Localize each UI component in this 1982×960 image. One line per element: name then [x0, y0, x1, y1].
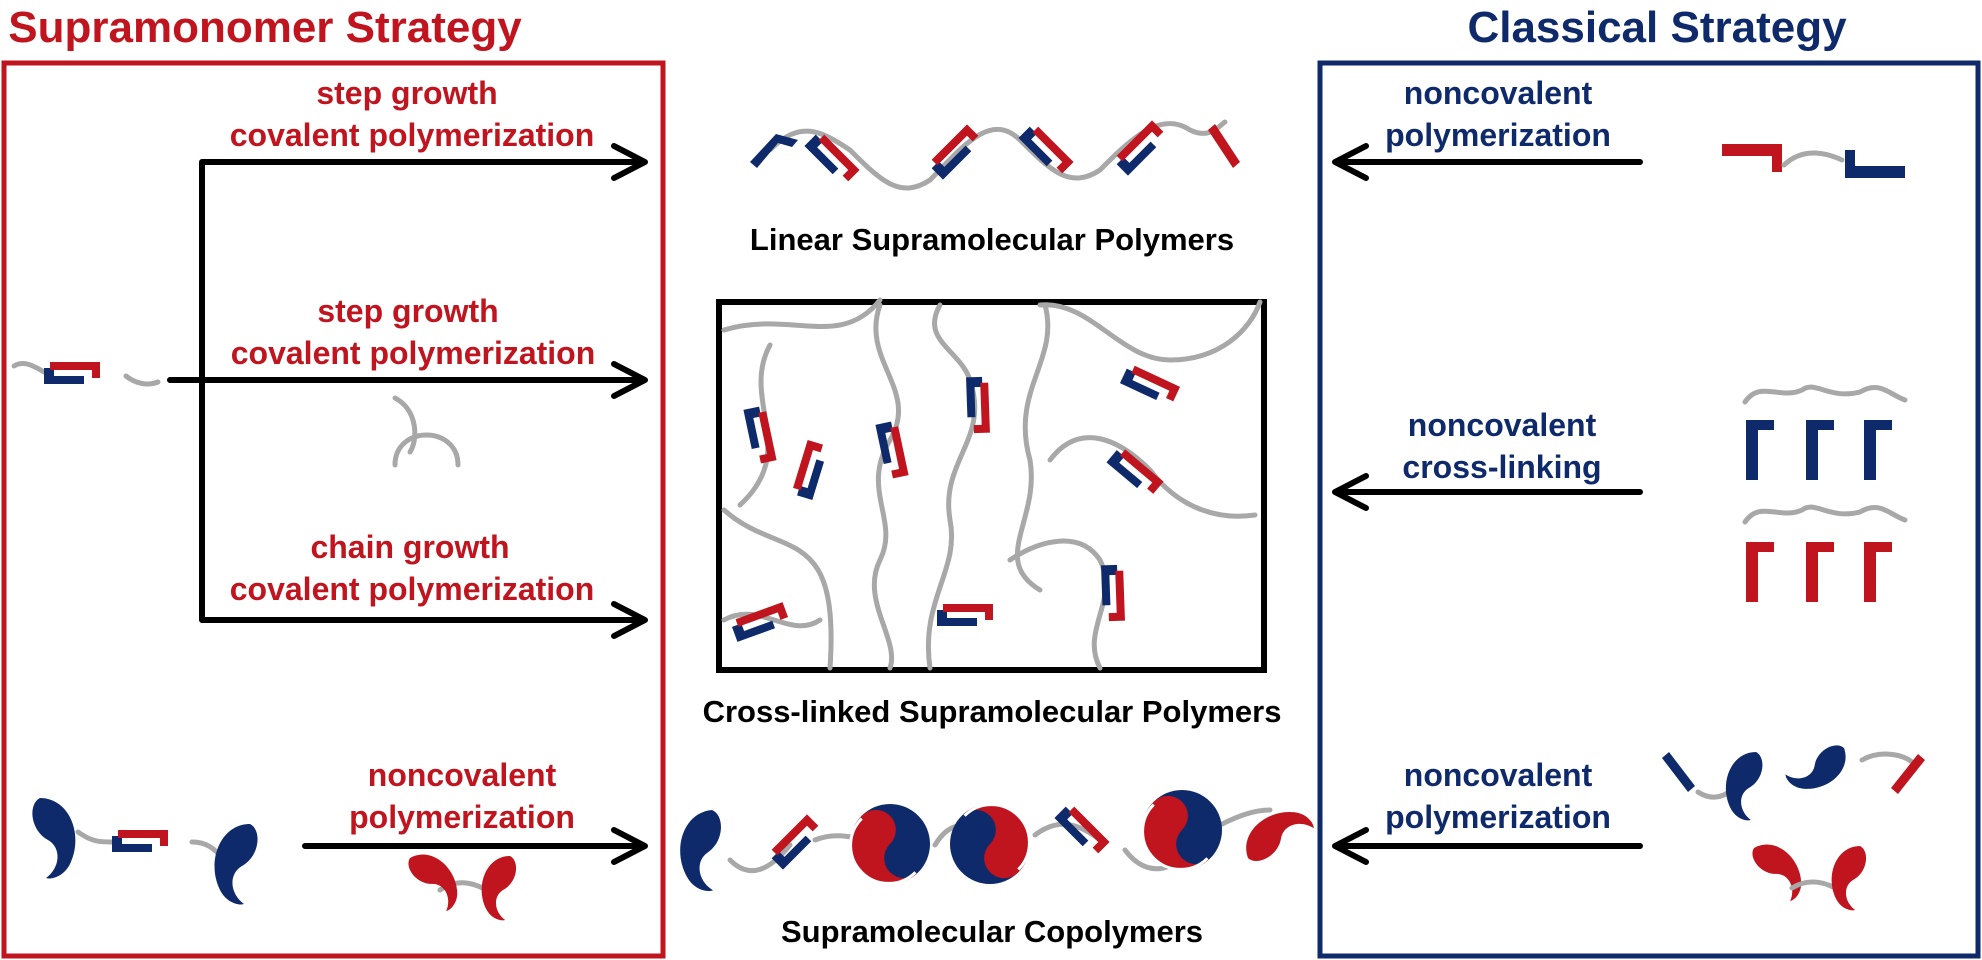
classical-route2-line2: cross-linking [1402, 449, 1601, 485]
classical-title: Classical Strategy [1467, 3, 1847, 52]
classical-crosslink-monomers [1742, 384, 1908, 602]
crosslinked-network-graphic [716, 297, 1267, 673]
arrow-head-2 [611, 361, 648, 399]
crosslinked-label: Cross-linked Supramolecular Polymers [703, 694, 1282, 729]
classical-route1-line2: polymerization [1385, 117, 1611, 153]
classical-route3-line1: noncovalent [1404, 757, 1593, 793]
copolymers-label: Supramolecular Copolymers [781, 914, 1203, 949]
route3-line1: chain growth [310, 529, 509, 565]
arrow-4 [302, 827, 648, 865]
arrow-head-3 [611, 601, 648, 639]
copolymer-graphic [676, 771, 1319, 903]
classical-panel [1317, 60, 1981, 959]
route1-line2: covalent polymerization [230, 117, 595, 153]
classical-arrow-2 [1332, 473, 1643, 511]
classical-route2-line1: noncovalent [1408, 407, 1597, 443]
arrow-head-1 [611, 143, 648, 181]
route2-line1: step growth [317, 293, 498, 329]
classical-monomer-1 [1722, 144, 1905, 178]
supramonomer-title: Supramonomer Strategy [8, 3, 522, 52]
supramonomer-panel [1, 60, 666, 959]
classical-monomer-3 [1662, 742, 1925, 911]
route4-line1: noncovalent [368, 757, 557, 793]
crosslinker-icon [392, 395, 461, 468]
classical-route3-line2: polymerization [1385, 799, 1611, 835]
supramonomer-monomer [11, 361, 161, 387]
classical-arrow-3 [1332, 827, 1643, 865]
route2-line2: covalent polymerization [231, 335, 596, 371]
copolymer-monomers-left [32, 798, 517, 921]
classical-arrow-1 [1332, 143, 1643, 181]
route1-line1: step growth [316, 75, 497, 111]
route4-line2: polymerization [349, 799, 575, 835]
linear-label: Linear Supramolecular Polymers [750, 222, 1234, 257]
route3-line2: covalent polymerization [230, 571, 595, 607]
linear-polymer-graphic [750, 119, 1240, 191]
classical-route1-line1: noncovalent [1404, 75, 1593, 111]
branch-line [167, 159, 643, 623]
